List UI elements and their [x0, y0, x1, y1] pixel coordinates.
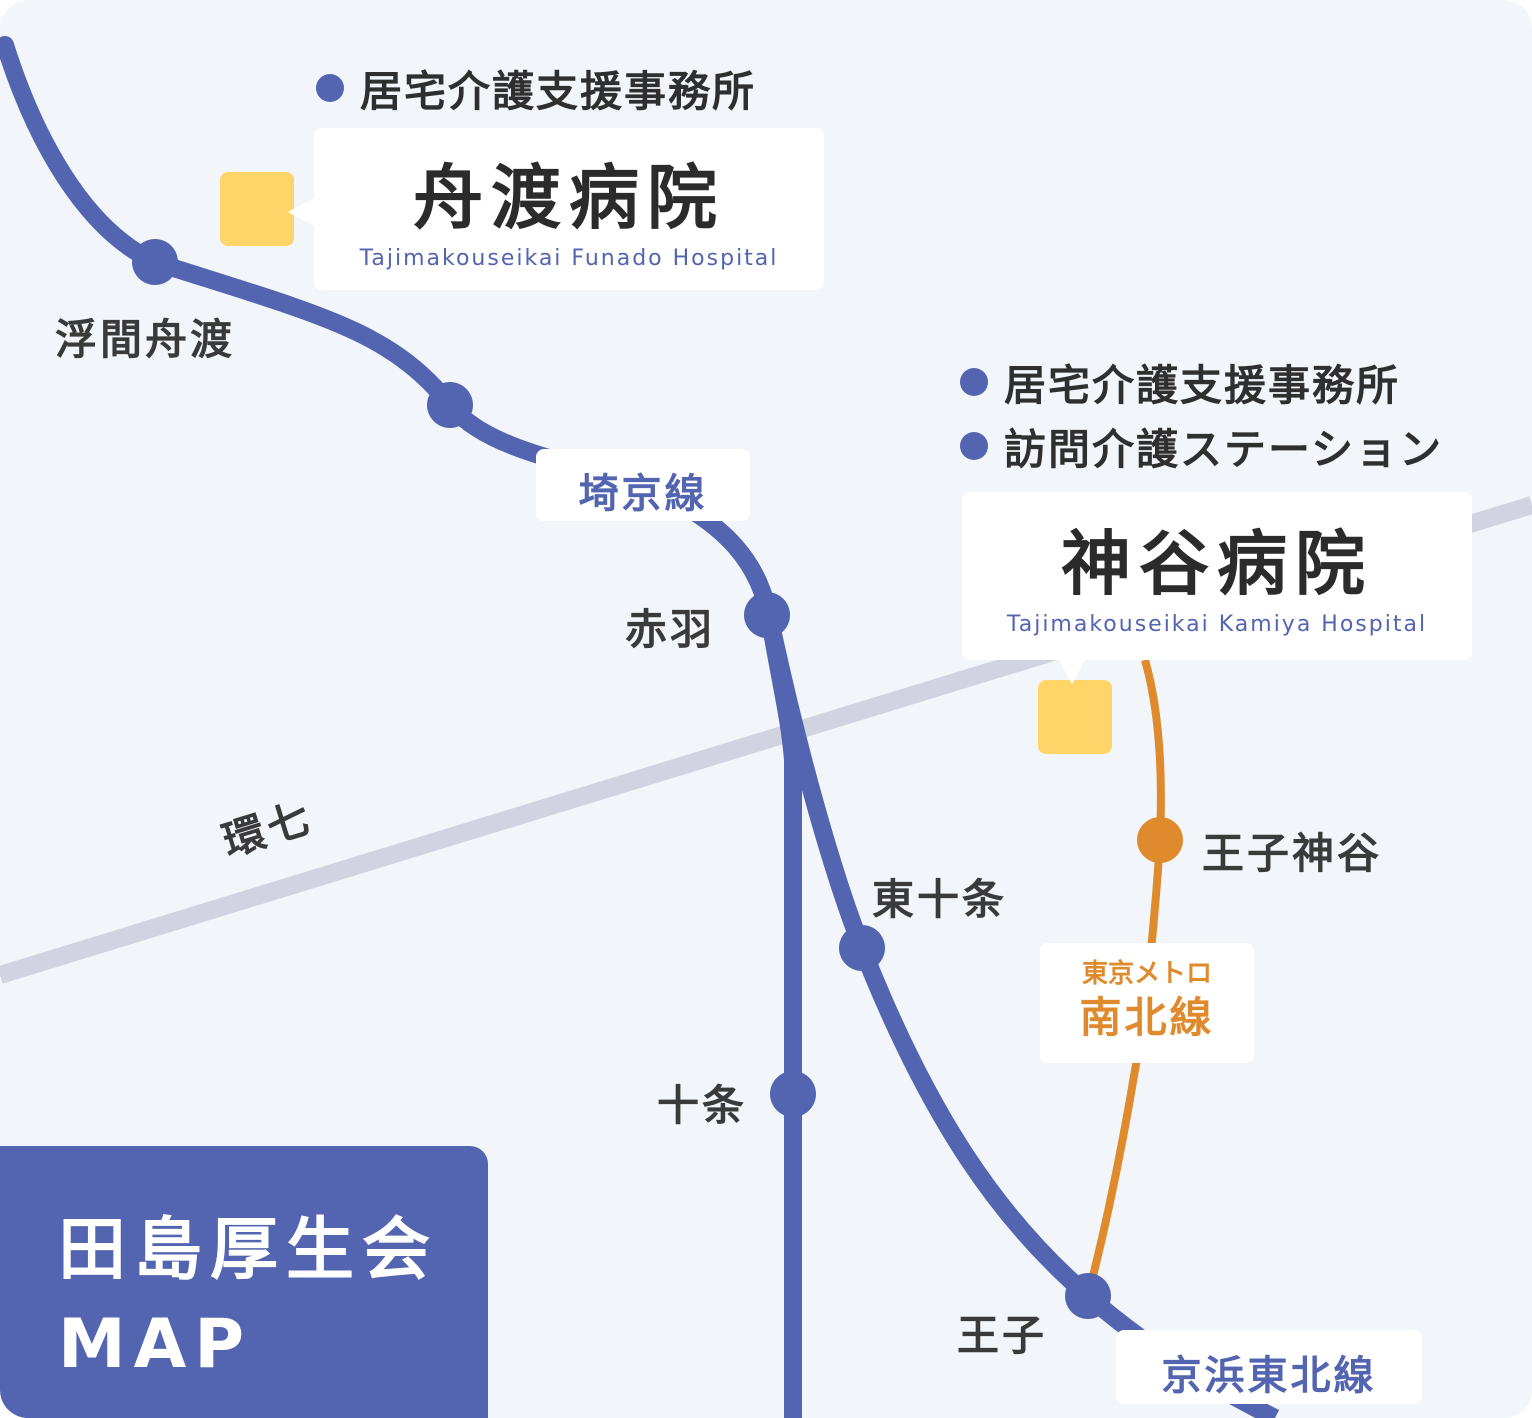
hospital-name-funado: 舟渡病院: [413, 157, 725, 239]
station-label-oji: 王子: [957, 1311, 1048, 1360]
line-label-saikyo: 埼京線: [536, 449, 750, 521]
hospital-name-en-funado: Tajimakouseikai Funado Hospital: [359, 246, 779, 271]
bullet-dot-icon: [960, 432, 988, 460]
hospital-marker-funado[interactable]: [220, 172, 294, 246]
station-dot-akabane: [744, 592, 790, 638]
service-item: 居宅介護支援事務所: [960, 350, 1443, 414]
funado-services: 居宅介護支援事務所: [316, 56, 756, 120]
callout-tail: [288, 198, 314, 226]
line-label-namboku: 東京メトロ 南北線: [1040, 943, 1254, 1063]
station-dot-jujo: [770, 1071, 816, 1117]
line-name-keihin-tohoku: 京浜東北線: [1161, 1353, 1377, 1399]
service-label: 居宅介護支援事務所: [360, 66, 757, 116]
service-item: 訪問介護ステーション: [960, 414, 1443, 478]
line-label-keihin-tohoku: 京浜東北線: [1116, 1330, 1422, 1404]
callout-kamiya-hospital[interactable]: 神谷病院 Tajimakouseikai Kamiya Hospital: [962, 492, 1472, 684]
callout-funado-hospital[interactable]: 舟渡病院 Tajimakouseikai Funado Hospital: [288, 128, 824, 290]
hospital-name-kamiya: 神谷病院: [1061, 523, 1373, 605]
station-dot-higashi-jujo: [839, 925, 885, 971]
map-title-org: 田島厚生会: [58, 1211, 439, 1290]
station-dot-ukima-funado: [132, 239, 178, 285]
map-title-map: MAP: [58, 1305, 253, 1384]
service-label: 居宅介護支援事務所: [1004, 360, 1401, 410]
station-label-akabane: 赤羽: [625, 605, 716, 654]
station-label-higashi-jujo: 東十条: [872, 875, 1008, 924]
line-name-saikyo: 埼京線: [578, 471, 708, 517]
bullet-dot-icon: [960, 368, 988, 396]
hospital-name-en-kamiya: Tajimakouseikai Kamiya Hospital: [1006, 612, 1428, 637]
kamiya-services: 居宅介護支援事務所 訪問介護ステーション: [960, 350, 1443, 478]
station-dot-oji-kamiya: [1137, 817, 1183, 863]
service-item: 居宅介護支援事務所: [316, 56, 756, 120]
station-label-jujo: 十条: [657, 1081, 748, 1130]
line-name-namboku: 南北線: [1079, 993, 1215, 1042]
line-operator-tokyo-metro: 東京メトロ: [1081, 959, 1212, 989]
station-label-ukima-funado: 浮間舟渡: [55, 315, 236, 364]
bullet-dot-icon: [316, 74, 344, 102]
station-label-oji-kamiya: 王子神谷: [1202, 829, 1383, 878]
map-title-box: 田島厚生会 MAP: [0, 1146, 488, 1418]
hospital-marker-kamiya[interactable]: [1038, 680, 1112, 754]
callout-tail: [1058, 658, 1086, 684]
service-label: 訪問介護ステーション: [1004, 424, 1444, 474]
station-dot-oji: [1065, 1273, 1111, 1319]
station-dot-unnamed: [427, 382, 473, 428]
